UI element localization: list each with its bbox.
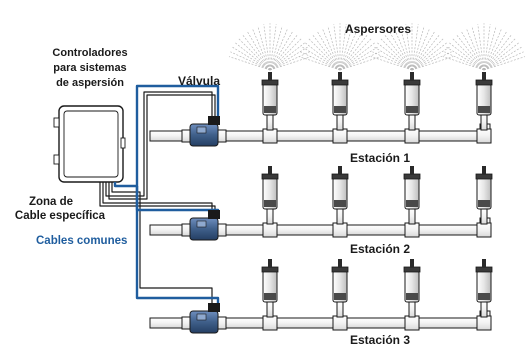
controller-label-line1: Controladores — [52, 47, 127, 59]
controller-box — [53, 105, 126, 183]
sprinkler-head — [331, 166, 349, 238]
sprinkler-head — [475, 259, 493, 331]
zone-label-line2: Cable específica — [15, 210, 106, 222]
sprinkler-head — [475, 166, 493, 238]
stations — [149, 23, 526, 334]
station-3-label: Estación 3 — [350, 333, 410, 347]
valve-label: Válvula — [178, 74, 220, 88]
spray-pattern — [228, 23, 312, 71]
sprinkler-head — [403, 166, 421, 238]
labels: Controladores para sistemas de aspersión… — [15, 22, 411, 347]
solenoid — [208, 210, 220, 219]
sprinkler-head — [403, 72, 421, 144]
spray-pattern — [370, 23, 454, 71]
station-1 — [149, 23, 526, 147]
sprinkler-head — [403, 259, 421, 331]
station-3 — [149, 259, 493, 334]
spray-pattern — [298, 23, 382, 71]
solenoid — [208, 303, 220, 312]
sprinkler-head — [331, 259, 349, 331]
sprinkler-head — [261, 259, 279, 331]
controller-label-line3: de aspersión — [56, 77, 124, 89]
controller-label-line2: para sistemas — [53, 62, 126, 74]
common-wires-label: Cables comunes — [36, 235, 127, 247]
valve-1 — [181, 116, 227, 147]
solenoid — [208, 116, 220, 125]
sprinkler-head — [475, 72, 493, 144]
station-1-label: Estación 1 — [350, 151, 410, 165]
valve-2 — [181, 210, 227, 241]
wiring — [99, 84, 220, 306]
zone-label-line1: Zona de — [29, 196, 73, 208]
sprinklers-label: Aspersores — [345, 22, 411, 36]
spray-pattern — [442, 23, 526, 71]
sprinkler-head — [261, 166, 279, 238]
sprinkler-head — [261, 72, 279, 144]
station-2-label: Estación 2 — [350, 242, 410, 256]
station-2 — [149, 166, 493, 241]
valve-3 — [181, 303, 227, 334]
sprinkler-head — [331, 72, 349, 144]
